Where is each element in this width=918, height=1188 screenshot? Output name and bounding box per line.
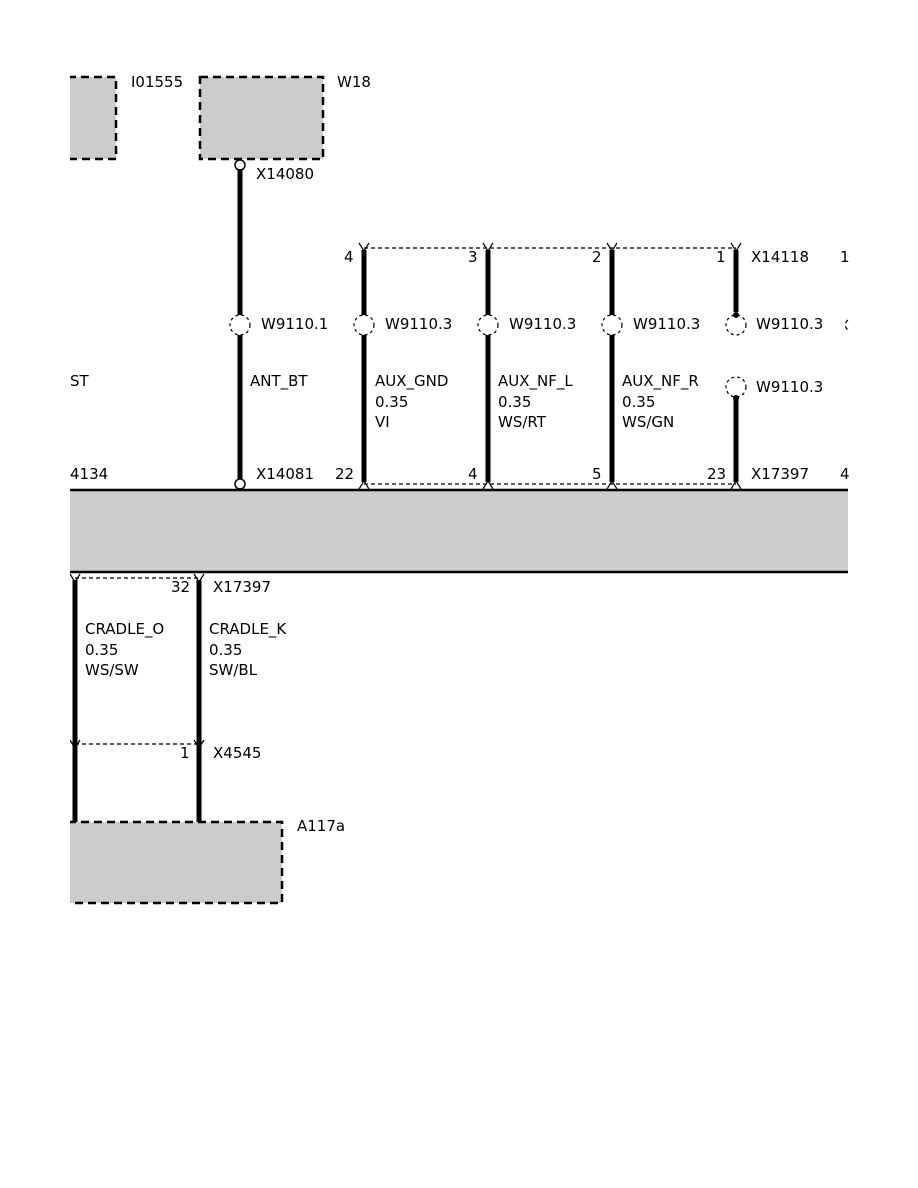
wire-color-cradle-o: WS/SW: [85, 661, 139, 679]
wire-color-cradle-k: SW/BL: [209, 661, 258, 679]
left-crop-mask: [0, 0, 70, 1188]
shield-label-aux-nf-r: W9110.3: [633, 315, 700, 333]
shield-pin1-icon: [725, 314, 747, 336]
wire-size-aux-nf-r: 0.35: [622, 393, 655, 411]
shield-cut-mark-icon: [844, 319, 849, 331]
main-unit-band: [70, 490, 848, 572]
connector-pin-x14081: [234, 478, 246, 490]
component-label-i01555: I01555: [131, 73, 183, 91]
pin-number: 22: [335, 465, 354, 483]
component-label-a117a: A117a: [297, 817, 345, 835]
pin-number-edge: 4: [840, 465, 850, 483]
shield-aux-gnd-icon: [353, 314, 375, 336]
pin-mark: [730, 479, 742, 490]
shield-label-pin1: W9110.3: [756, 315, 823, 333]
pin-number: 2: [592, 248, 602, 266]
pin-mark: [606, 479, 618, 490]
shield-end-dot: [733, 312, 739, 318]
pin-mark: [193, 739, 205, 750]
pin-number: 4: [344, 248, 354, 266]
connector-pin-x14080: [234, 159, 246, 171]
connector-label-x14081: X14081: [256, 465, 314, 483]
shield-label-pin1-lower: W9110.3: [756, 378, 823, 396]
pin-mark: [606, 242, 618, 253]
wire-name-cradle-o: CRADLE_O: [85, 620, 164, 639]
wire-size-aux-nf-l: 0.35: [498, 393, 531, 411]
connector-label-x4545: X4545: [213, 744, 261, 762]
shield-label-aux-gnd: W9110.3: [385, 315, 452, 333]
component-label-w18: W18: [337, 73, 371, 91]
connector-label-x17397-top: X17397: [751, 465, 809, 483]
pin-number: 3: [468, 248, 478, 266]
pin-mark: [358, 479, 370, 490]
wire-name-cradle-k: CRADLE_K: [209, 620, 287, 639]
pin-mark: [730, 242, 742, 253]
wire-name-aux-gnd: AUX_GND: [375, 372, 448, 391]
pin-number: 1: [180, 744, 190, 762]
wire-color-aux-gnd: VI: [375, 413, 390, 431]
pin-number: 4: [468, 465, 478, 483]
wire-color-aux-nf-r: WS/GN: [622, 413, 674, 431]
pin-mark: [482, 242, 494, 253]
pin-number: 32: [171, 578, 190, 596]
wire-name-aux-nf-l: AUX_NF_L: [498, 372, 573, 391]
connector-label-x14080: X14080: [256, 165, 314, 183]
pin-mark: [69, 739, 81, 750]
wire-name-aux-nf-r: AUX_NF_R: [622, 372, 699, 391]
wire-size-cradle-o: 0.35: [85, 641, 118, 659]
shield-label-aux-nf-l: W9110.3: [509, 315, 576, 333]
shield-pin1-lower-icon: [725, 376, 747, 398]
shield-label-ant: W9110.1: [261, 315, 328, 333]
pin-number: 5: [592, 465, 602, 483]
wire-size-aux-gnd: 0.35: [375, 393, 408, 411]
shield-ant-icon: [229, 314, 251, 336]
component-box-w18: [198, 75, 325, 161]
wire-name-ant-bt: ANT_BT: [250, 372, 308, 391]
pin-number-edge: 1: [840, 248, 850, 266]
pin-number: 23: [707, 465, 726, 483]
wire-color-aux-nf-l: WS/RT: [498, 413, 547, 431]
pin-mark: [358, 242, 370, 253]
left-partial-label-4134: 4134: [70, 465, 108, 483]
pin-mark: [482, 479, 494, 490]
shield-aux-nf-l-icon: [477, 314, 499, 336]
left-partial-label-st: ST: [70, 372, 90, 390]
pin-number: 1: [716, 248, 726, 266]
component-box-a117a: [53, 820, 284, 905]
shield-aux-nf-r-icon: [601, 314, 623, 336]
connector-label-x17397-bottom: X17397: [213, 578, 271, 596]
wire-size-cradle-k: 0.35: [209, 641, 242, 659]
connector-label-x14118: X14118: [751, 248, 809, 266]
